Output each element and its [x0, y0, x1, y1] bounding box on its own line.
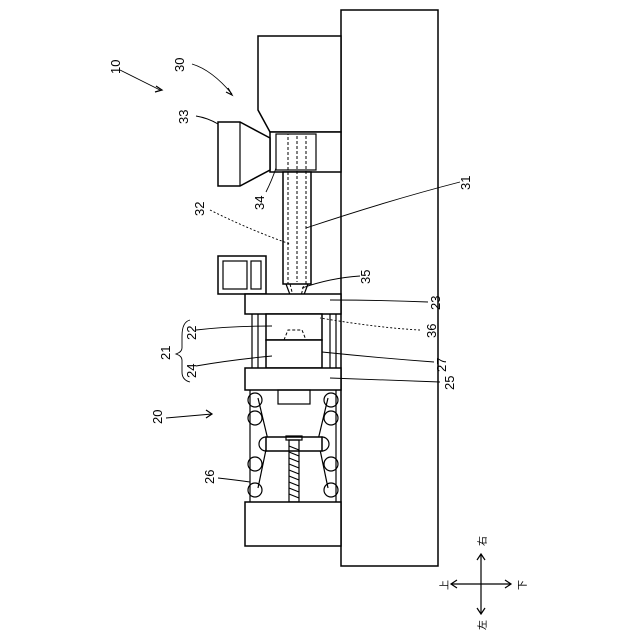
label-33: 33: [176, 110, 191, 124]
control-box: [218, 256, 266, 294]
hopper: [218, 122, 270, 186]
label-22: 22: [184, 326, 199, 340]
ejector-block: [278, 390, 310, 404]
direction-left: 左: [476, 620, 489, 630]
fixed-platen: [245, 294, 341, 314]
label-25: 25: [442, 376, 457, 390]
direction-right: 右: [476, 536, 489, 546]
label-35: 35: [358, 270, 373, 284]
direction-down: 下: [518, 580, 529, 590]
label-21: 21: [158, 346, 173, 360]
movable-platen: [245, 368, 341, 390]
label-36: 36: [424, 324, 439, 338]
label-34: 34: [252, 196, 267, 210]
machine-base: [341, 10, 438, 566]
movable-mold: [266, 340, 322, 368]
label-24: 24: [184, 364, 199, 378]
rear-platen: [245, 502, 341, 546]
label-31: 31: [458, 176, 473, 190]
label-27: 27: [434, 358, 449, 372]
label-23: 23: [428, 296, 443, 310]
direction-up: 上: [439, 580, 451, 590]
label-20: 20: [150, 410, 165, 424]
fixed-mold: [266, 314, 322, 340]
label-10: 10: [108, 60, 123, 74]
injection-housing: [258, 36, 341, 132]
label-32: 32: [192, 202, 207, 216]
label-26: 26: [202, 470, 217, 484]
label-30: 30: [172, 58, 187, 72]
